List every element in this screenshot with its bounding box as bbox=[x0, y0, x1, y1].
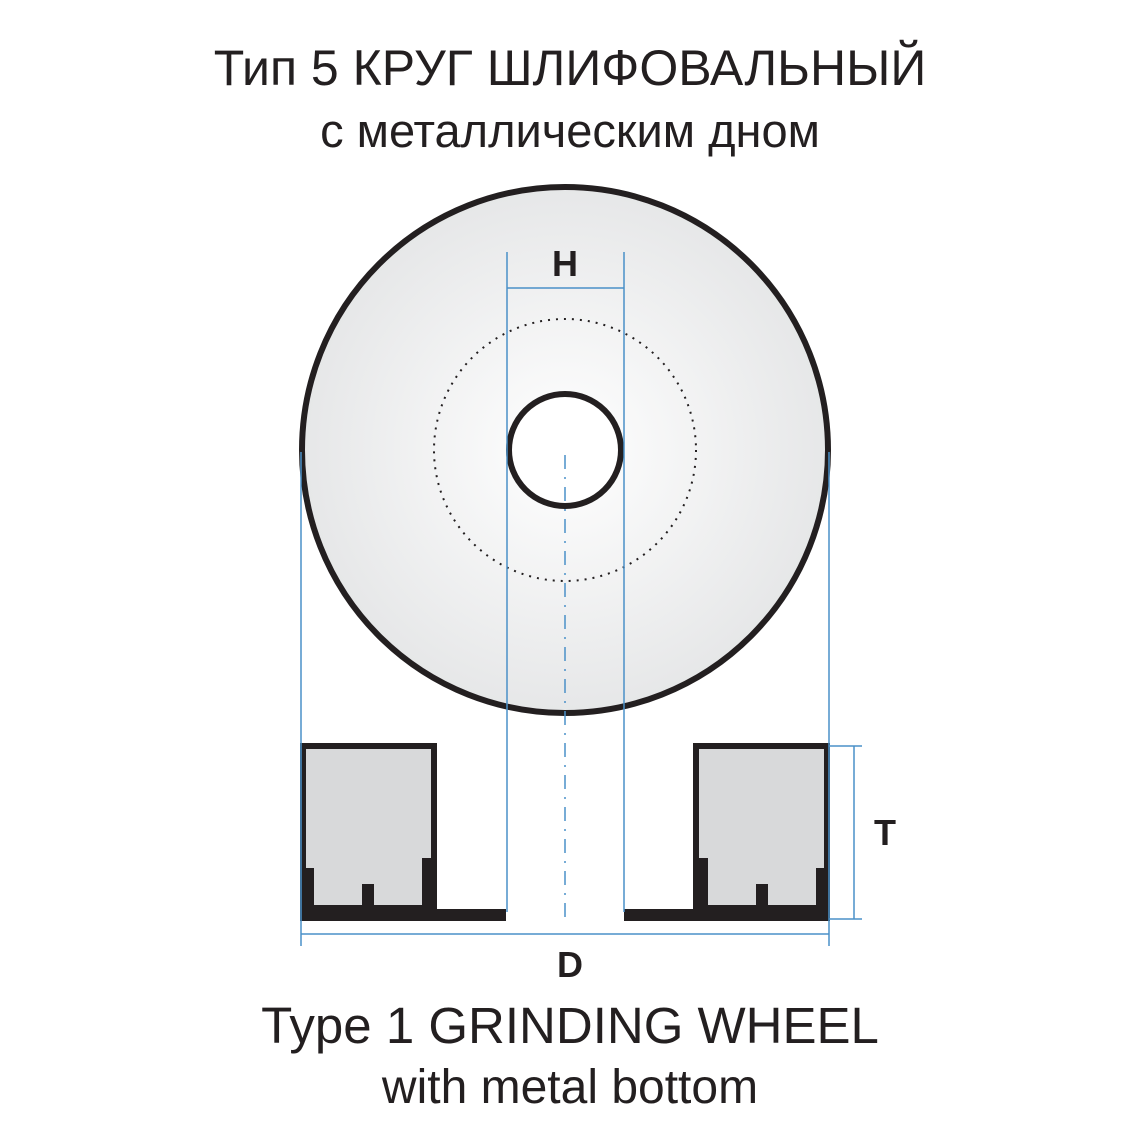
title-english-line-1: Type 1 GRINDING WHEEL bbox=[261, 997, 879, 1054]
recess-dotted-circle bbox=[433, 318, 697, 582]
title-english-line-2: with metal bottom bbox=[381, 1061, 759, 1114]
dimension-label-d: D bbox=[557, 944, 583, 985]
title-russian-line-1: Тип 5 КРУГ ШЛИФОВАЛЬНЫЙ bbox=[213, 40, 927, 96]
wheel-top-view bbox=[299, 184, 831, 716]
metal-bottom-left bbox=[300, 858, 506, 921]
cross-section-left bbox=[300, 743, 506, 921]
dimension-label-t: T bbox=[874, 812, 896, 853]
cross-section-right bbox=[624, 743, 830, 921]
dimension-lines bbox=[300, 252, 862, 946]
title-russian-line-2: с металлическим дном bbox=[320, 104, 820, 157]
metal-bottom-right bbox=[624, 858, 830, 921]
dimension-label-h: H bbox=[552, 243, 578, 284]
bore-hole-circle bbox=[506, 391, 624, 509]
